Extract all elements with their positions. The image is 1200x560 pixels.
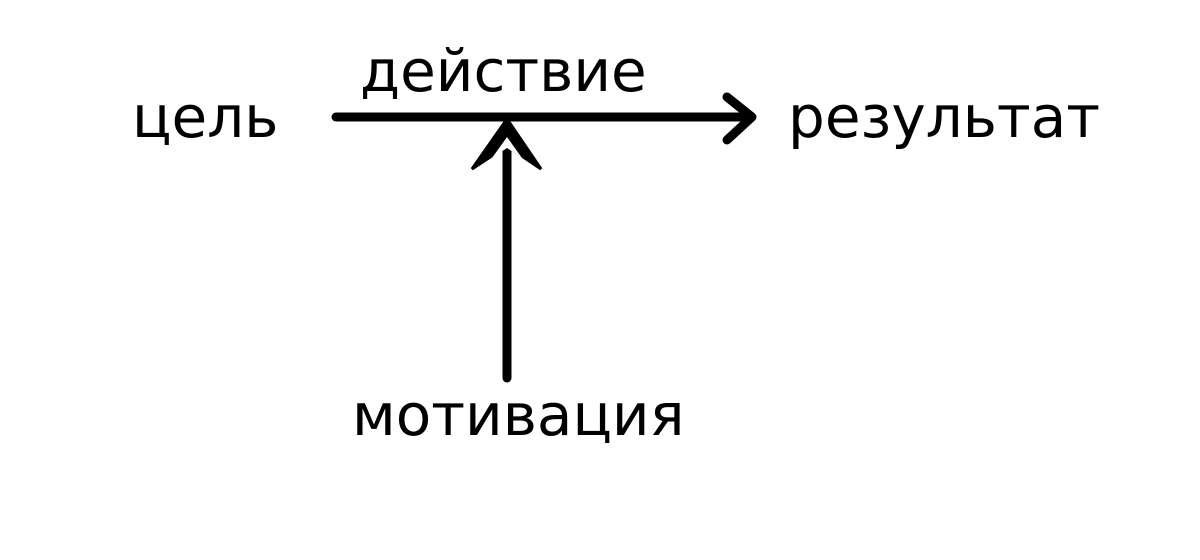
goal-label: цель — [132, 83, 278, 151]
motivation-label: мотивация — [352, 381, 685, 449]
motivation-arrowhead-notch — [492, 137, 522, 158]
action-arrowhead — [722, 92, 757, 145]
action-label: действие — [360, 37, 647, 105]
result-label: результат — [788, 83, 1100, 151]
action-arrow — [331, 92, 757, 145]
motivation-arrow — [470, 116, 543, 383]
